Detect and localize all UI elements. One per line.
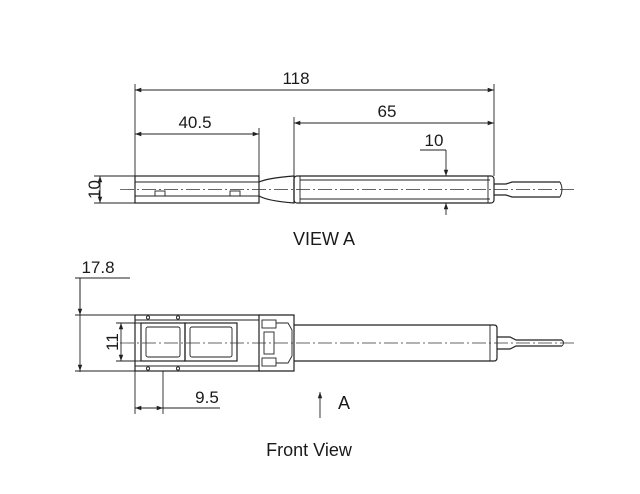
front-latch <box>259 314 295 372</box>
dim-65: 65 <box>378 102 397 121</box>
front-window-right <box>184 322 238 362</box>
front-view: 17.8 11 9.5 A Front View <box>75 258 575 460</box>
dim-10-side: 10 <box>85 180 104 199</box>
front-window-left <box>140 322 186 362</box>
front-view-title: Front View <box>266 440 353 460</box>
dim-17-8: 17.8 <box>81 258 114 277</box>
dim-10-sleeve: 10 <box>425 131 444 150</box>
dim-9-5: 9.5 <box>195 388 219 407</box>
dim-40-5: 40.5 <box>178 113 211 132</box>
view-a-title: VIEW A <box>293 229 355 249</box>
view-a: 118 40.5 65 10 10 VIEW A <box>85 69 575 249</box>
dim-11: 11 <box>103 333 122 351</box>
dim-118: 118 <box>282 69 309 88</box>
front-cable <box>497 336 562 350</box>
view-arrow-label: A <box>338 393 350 413</box>
cable <box>494 181 560 198</box>
